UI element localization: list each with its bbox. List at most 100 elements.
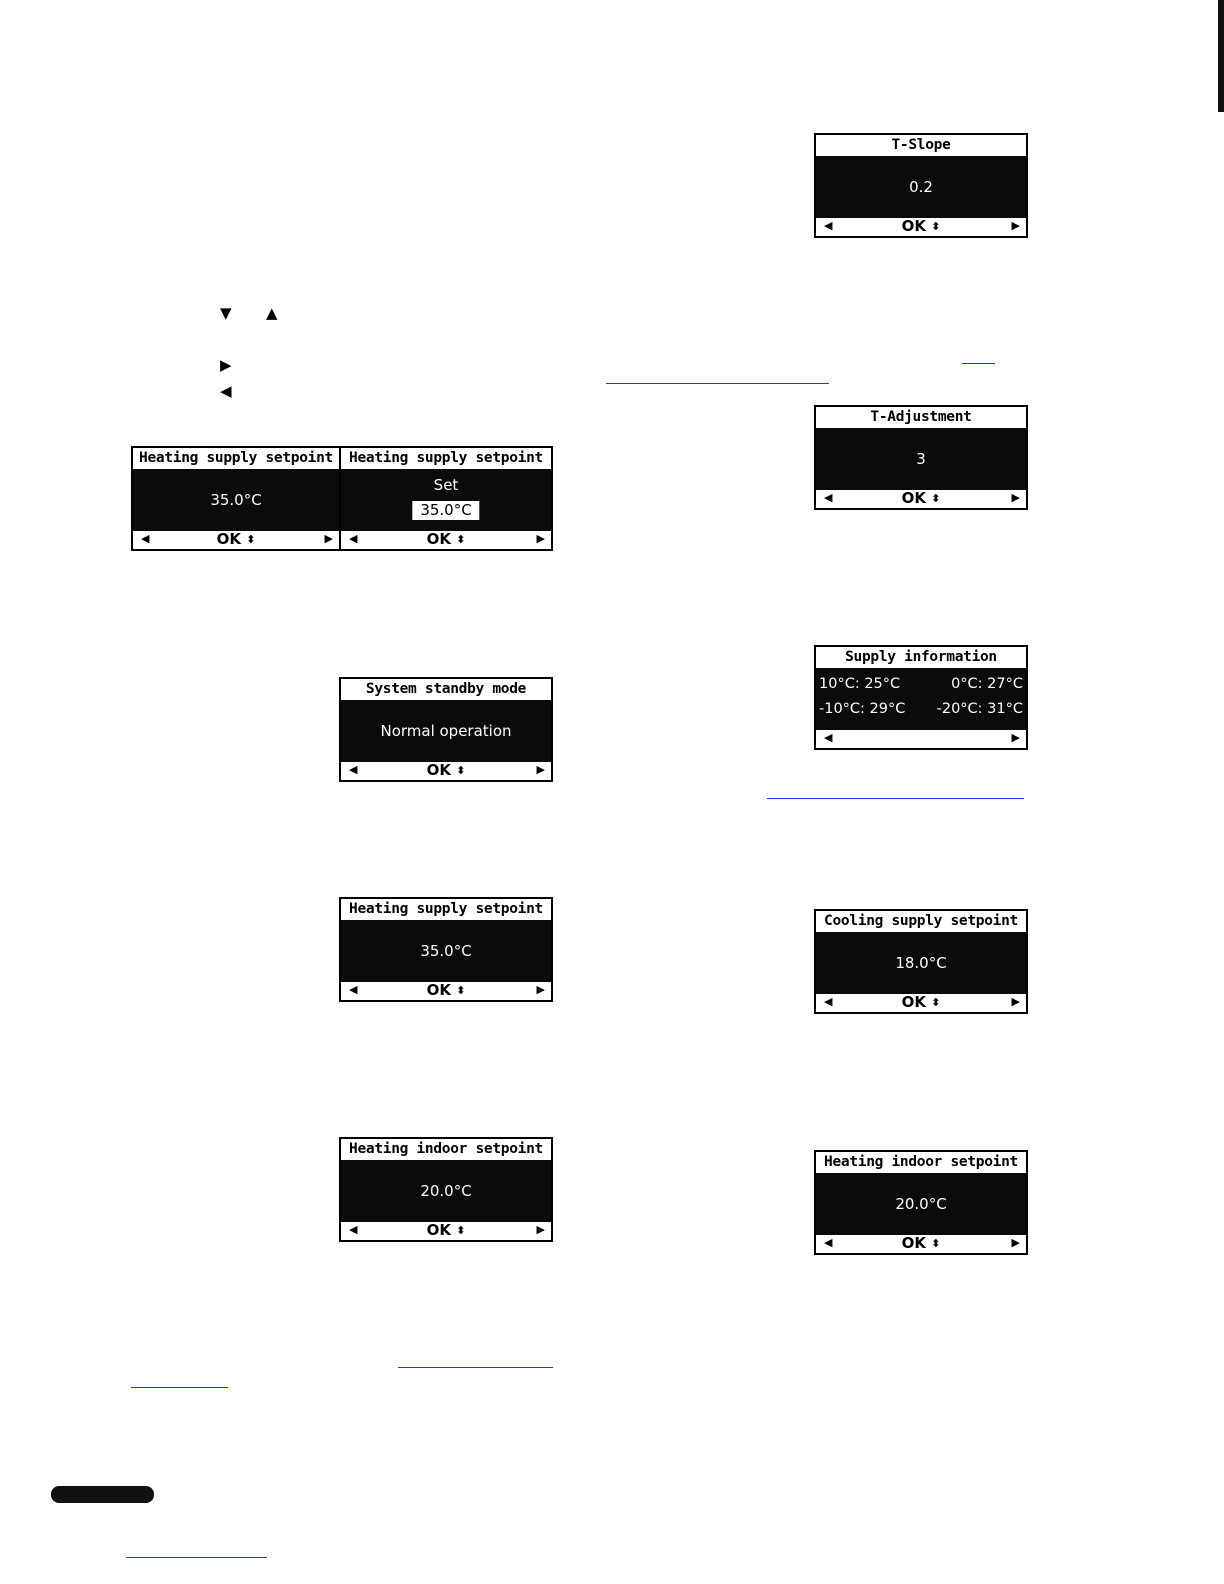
right-arrow-icon[interactable]: ▶ [1011,1236,1020,1249]
screen-title: System standby mode [365,681,527,697]
heating-supply-setpoint-screen: Heating supply setpoint 35.0°C ◀ OK ⬍ ▶ [131,446,341,551]
heating-supply-setpoint-screen: Heating supply setpoint 35.0°C ◀ OK ⬍ ▶ [339,897,553,1002]
setpoint-edit-field[interactable]: 35.0°C [412,501,480,520]
screen-body: 0.2 [816,156,1026,218]
left-arrow-icon[interactable]: ◀ [824,731,833,744]
screen-body: 10°C: 25°C 0°C: 27°C -10°C: 29°C -20°C: … [816,668,1026,730]
ok-button[interactable]: OK ⬍ [341,980,551,1000]
screen-footer: ◀ OK ⬍ ▶ [816,1233,1026,1253]
supply-info-cell: 10°C: 25°C [819,676,901,692]
up-down-icon: ⬍ [931,1237,941,1250]
page-edge-bar [1218,0,1224,112]
screen-value: 18.0°C [895,954,947,972]
hyperlink-underline[interactable] [767,798,1024,799]
screen-body: 20.0°C [816,1173,1026,1235]
screen-footer: ◀ OK ⬍ ▶ [341,760,551,780]
hyperlink-underline[interactable] [398,1367,553,1368]
up-down-icon: ⬍ [931,996,941,1009]
ok-button[interactable]: OK ⬍ [816,216,1026,236]
screen-body: Normal operation [341,700,551,762]
up-down-icon: ⬍ [456,533,466,546]
hyperlink-underline[interactable] [606,383,829,384]
right-arrow-icon: ▶ [220,356,232,374]
screen-value: 20.0°C [420,1182,472,1200]
right-arrow-icon[interactable]: ▶ [1011,731,1020,744]
screen-body: Set 35.0°C [341,469,551,531]
left-arrow-icon[interactable]: ◀ [349,983,358,996]
supply-info-row: -10°C: 29°C -20°C: 31°C [819,701,1023,721]
hyperlink-underline[interactable] [131,1387,228,1388]
right-arrow-icon[interactable]: ▶ [1011,491,1020,504]
heating-indoor-setpoint-screen: Heating indoor setpoint 20.0°C ◀ OK ⬍ ▶ [339,1137,553,1242]
left-arrow-icon[interactable]: ◀ [349,532,358,545]
supply-info-cell: -10°C: 29°C [819,701,906,717]
screen-title: Heating indoor setpoint [349,1141,543,1157]
up-down-icon: ⬍ [931,492,941,505]
ok-button[interactable]: OK ⬍ [341,529,551,549]
screen-footer: ◀ OK ⬍ ▶ [816,488,1026,508]
left-arrow-icon: ◀ [220,382,232,400]
right-arrow-icon[interactable]: ▶ [324,532,333,545]
screen-body: 35.0°C [133,469,339,531]
screen-footer: ◀ OK ⬍ ▶ [341,980,551,1000]
screen-body: 20.0°C [341,1160,551,1222]
screen-value: 35.0°C [210,491,262,509]
screen-value: 35.0°C [420,942,472,960]
screen-footer: ◀ OK ⬍ ▶ [133,529,339,549]
hyperlink-underline[interactable] [962,363,995,364]
page-marker-bar [51,1486,154,1503]
up-down-icon: ⬍ [246,533,256,546]
left-arrow-icon[interactable]: ◀ [824,491,833,504]
up-arrow-icon: ▲ [266,304,278,322]
left-arrow-icon[interactable]: ◀ [824,219,833,232]
t-slope-screen: T-Slope 0.2 ◀ OK ⬍ ▶ [814,133,1028,238]
left-arrow-icon[interactable]: ◀ [141,532,150,545]
ok-button[interactable]: OK ⬍ [341,760,551,780]
screen-value: 3 [916,450,926,468]
screen-footer: ◀ OK ⬍ ▶ [816,216,1026,236]
right-arrow-icon[interactable]: ▶ [536,1223,545,1236]
heating-indoor-setpoint-screen: Heating indoor setpoint 20.0°C ◀ OK ⬍ ▶ [814,1150,1028,1255]
right-arrow-icon[interactable]: ▶ [536,532,545,545]
system-standby-mode-screen: System standby mode Normal operation ◀ O… [339,677,553,782]
screen-value: 0.2 [909,178,933,196]
screen-title: Heating supply setpoint [349,450,543,466]
right-arrow-icon[interactable]: ▶ [1011,219,1020,232]
screen-footer: ◀ OK ⬍ ▶ [816,992,1026,1012]
screen-footer: ◀ OK ⬍ ▶ [341,529,551,549]
cooling-supply-setpoint-screen: Cooling supply setpoint 18.0°C ◀ OK ⬍ ▶ [814,909,1028,1014]
screen-value: 20.0°C [895,1195,947,1213]
ok-label: OK [901,489,926,507]
hyperlink-underline[interactable] [126,1557,267,1558]
set-label: Set [433,476,459,494]
screen-title: Heating indoor setpoint [824,1154,1018,1170]
screen-value: Normal operation [380,722,512,740]
left-arrow-icon[interactable]: ◀ [349,763,358,776]
up-down-icon: ⬍ [456,984,466,997]
ok-label: OK [901,993,926,1011]
right-arrow-icon[interactable]: ▶ [1011,995,1020,1008]
ok-label: OK [426,981,451,999]
supply-information-screen: Supply information 10°C: 25°C 0°C: 27°C … [814,645,1028,750]
ok-button[interactable]: OK ⬍ [816,488,1026,508]
supply-info-cell: 0°C: 27°C [951,676,1023,692]
screen-body: 18.0°C [816,932,1026,994]
screen-footer: ◀ ▶ [816,728,1026,748]
screen-title: Cooling supply setpoint [824,913,1018,929]
ok-button[interactable]: OK ⬍ [133,529,339,549]
ok-label: OK [426,530,451,548]
right-arrow-icon[interactable]: ▶ [536,763,545,776]
screen-title: Supply information [845,649,997,665]
left-arrow-icon[interactable]: ◀ [824,995,833,1008]
screen-title: T-Slope [891,137,951,153]
supply-info-cell: -20°C: 31°C [936,701,1023,717]
screen-title: T-Adjustment [870,409,972,425]
ok-button[interactable]: OK ⬍ [341,1220,551,1240]
left-arrow-icon[interactable]: ◀ [824,1236,833,1249]
ok-button[interactable]: OK ⬍ [816,992,1026,1012]
heating-supply-setpoint-set-screen: Heating supply setpoint Set 35.0°C ◀ OK … [339,446,553,551]
ok-button[interactable]: OK ⬍ [816,1233,1026,1253]
screen-footer: ◀ OK ⬍ ▶ [341,1220,551,1240]
left-arrow-icon[interactable]: ◀ [349,1223,358,1236]
right-arrow-icon[interactable]: ▶ [536,983,545,996]
